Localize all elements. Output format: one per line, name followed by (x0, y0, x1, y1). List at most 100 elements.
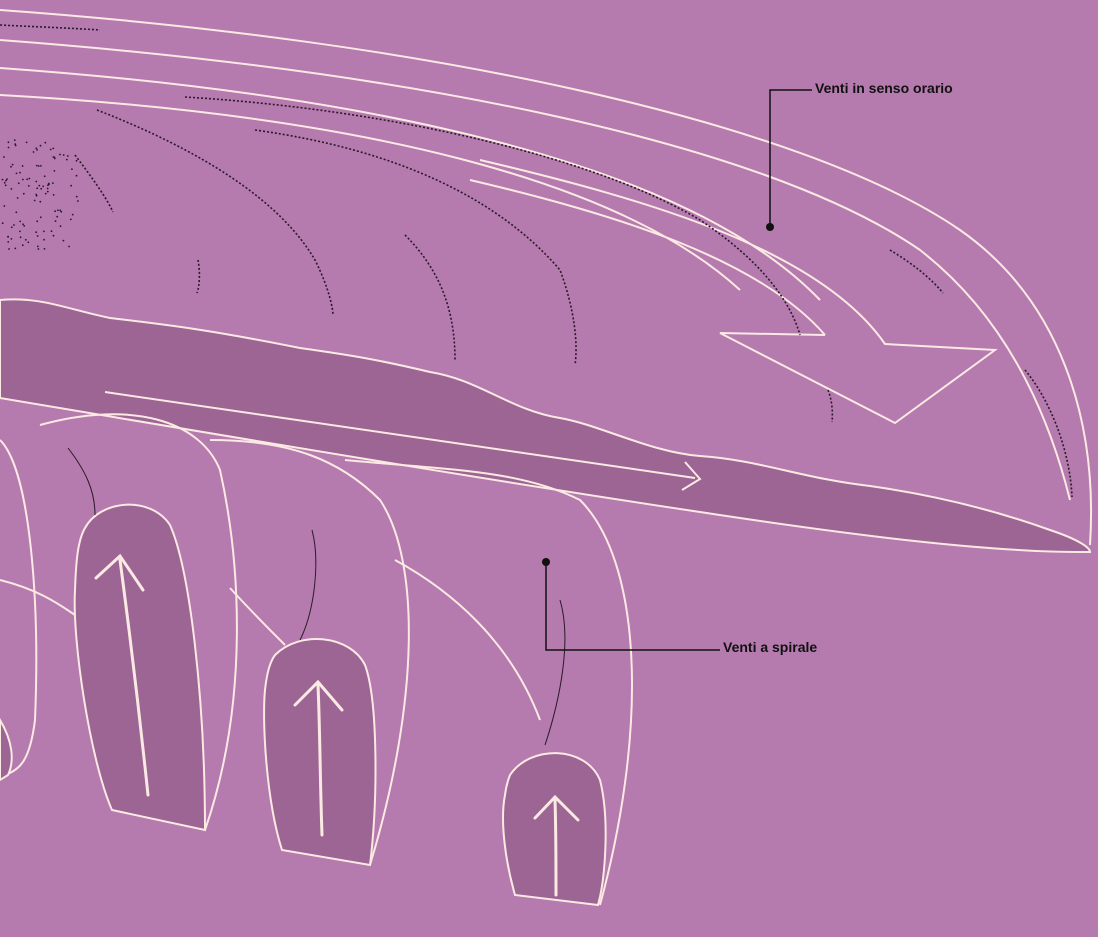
stipple-dot (63, 154, 65, 156)
stipple-dot (35, 147, 37, 149)
stipple-dot (43, 231, 45, 233)
stipple-dot (66, 159, 68, 161)
stipple-dot (39, 201, 41, 203)
stipple-dot (10, 166, 12, 168)
stipple-dot (43, 239, 45, 241)
spiral-connector-1 (0, 580, 75, 615)
stipple-dot (44, 142, 46, 144)
stipple-dot (14, 139, 16, 141)
stipple-dot (6, 178, 8, 180)
stipple-dot (40, 145, 42, 147)
strand-2 (300, 530, 316, 640)
callout-leaders (546, 90, 812, 650)
stipple-dot (14, 143, 16, 145)
stipple-dot (2, 179, 4, 181)
updraft-cell-1 (75, 505, 205, 830)
stipple-dot (29, 178, 31, 180)
stipple-dot (53, 156, 55, 158)
stipple-dot (72, 214, 74, 216)
stipple-dot (54, 170, 56, 172)
stipple-dot (70, 185, 72, 187)
leader-spiral (546, 562, 720, 650)
stipple-dot (47, 188, 49, 190)
stipple-dot (52, 182, 54, 184)
stipple-dot (44, 248, 46, 250)
stipple-dot (22, 179, 24, 181)
spiral-connector-2 (230, 588, 285, 645)
streak-8 (890, 250, 943, 293)
stipple-dot (76, 160, 78, 162)
stipple-dot (16, 173, 18, 175)
stipple-dot (54, 210, 56, 212)
stipple-dot (11, 238, 13, 240)
stipple-dot (37, 235, 39, 237)
stipple-dot (2, 222, 4, 224)
spiral-column-edge-0 (0, 440, 36, 775)
stipple-dot (26, 178, 28, 180)
stipple-dot (8, 147, 10, 149)
streak-1 (0, 25, 100, 30)
stipple-dot (22, 223, 24, 225)
stipple-dot (25, 239, 27, 241)
stipple-dot (3, 156, 5, 158)
stipple-dot (40, 165, 42, 167)
stipple-dot (36, 149, 38, 151)
stipple-dot (40, 216, 42, 218)
callout-dot-spiral (542, 558, 550, 566)
stipple-dot (40, 188, 42, 190)
stipple-dot (20, 236, 22, 238)
updraft-arrow-3-shaft (555, 800, 556, 895)
stipple-dot (8, 248, 10, 250)
stipple-dot (19, 231, 21, 233)
spiral-columns (0, 414, 632, 905)
streak-2 (185, 97, 800, 335)
streak-7 (405, 235, 455, 360)
clockwise-arrow-outline (480, 160, 995, 423)
stipple-dot (19, 172, 21, 174)
stipple-dot (70, 219, 72, 221)
stipple-dot (5, 184, 7, 186)
updraft-cell-0 (0, 720, 12, 780)
stipple-dot (33, 151, 35, 153)
stipple-dot (77, 200, 79, 202)
stipple-dot (35, 231, 37, 233)
stipple-dot (7, 141, 9, 143)
leader-clockwise (770, 90, 812, 226)
streak-6 (197, 260, 199, 293)
stipple-dot (38, 248, 40, 250)
stipple-dot (26, 142, 28, 144)
stipple-dot (44, 175, 46, 177)
stipple-dot (42, 186, 44, 188)
label-clockwise-winds: Venti in senso orario (815, 80, 953, 96)
stipple-dot (76, 196, 78, 198)
stipple-dot (37, 246, 39, 248)
label-spiral-winds: Venti a spirale (723, 639, 817, 655)
stipple-dot (57, 209, 59, 211)
stipple-dot (38, 165, 40, 167)
stipple-dot (59, 210, 61, 212)
horizontal-flow-region (0, 299, 1090, 552)
stipple-dot (11, 226, 13, 228)
stipple-dot (36, 165, 38, 167)
stipple-dot (56, 216, 58, 218)
stipple-dot (5, 180, 7, 182)
stipple-dot (22, 244, 24, 246)
stipple-dot (35, 181, 37, 183)
stipple-dot (18, 182, 20, 184)
callout-dot-clockwise (766, 223, 774, 231)
stipple-dot (3, 205, 5, 207)
stipple-dot (11, 188, 13, 190)
stipple-dot (7, 236, 9, 238)
stipple-dot (68, 246, 70, 248)
stipple-dot (45, 193, 47, 195)
stipple-dot (23, 225, 25, 227)
stipple-dot (53, 235, 55, 237)
stipple-dot (4, 182, 6, 184)
stipple-dot (50, 149, 52, 151)
stipple-dot (12, 164, 14, 166)
stipple-dot (76, 175, 78, 177)
strand-3 (545, 600, 565, 745)
outer-band-3 (0, 68, 820, 300)
